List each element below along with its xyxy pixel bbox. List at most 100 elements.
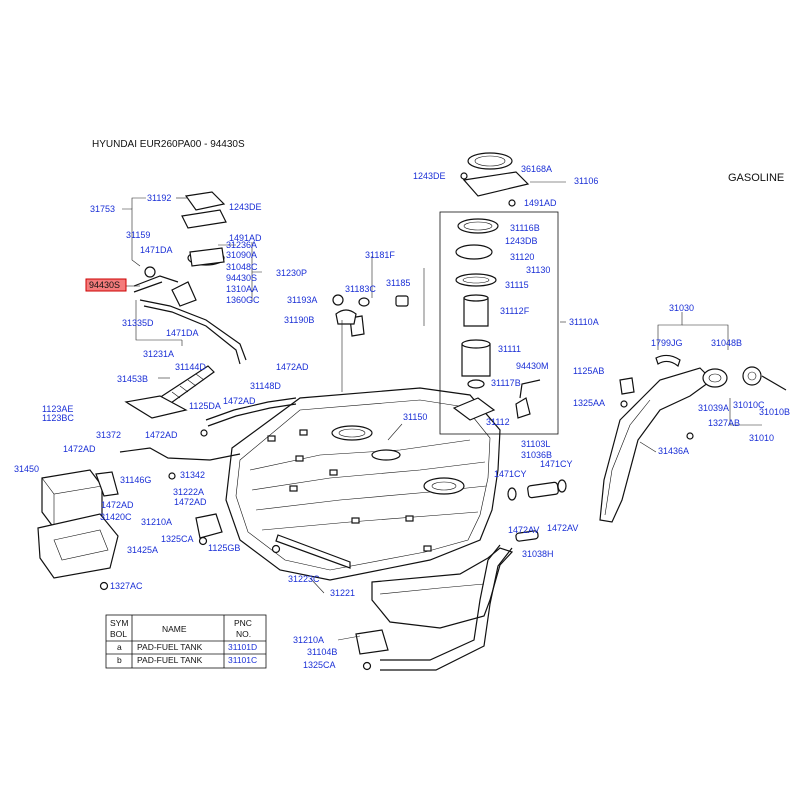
part-label[interactable]: 31190B bbox=[284, 315, 314, 325]
part-label[interactable]: 1491AD bbox=[229, 233, 262, 243]
part-label[interactable]: 1325CA bbox=[161, 534, 194, 544]
part-label[interactable]: 31106 bbox=[574, 176, 598, 186]
part-label[interactable]: 1472AD bbox=[174, 497, 207, 507]
vapor-line-31148d[interactable] bbox=[119, 397, 297, 461]
part-label[interactable]: 31231A bbox=[143, 349, 174, 359]
table-row-pnc[interactable]: 31101D bbox=[228, 642, 257, 652]
part-label[interactable]: 31039A bbox=[698, 403, 729, 413]
part-label[interactable]: 1472AD bbox=[276, 362, 309, 372]
part-label[interactable]: 1472AD bbox=[145, 430, 178, 440]
filler-neck-31030[interactable] bbox=[599, 354, 787, 523]
part-label[interactable]: 31753 bbox=[90, 204, 115, 214]
part-label[interactable]: 1491AD bbox=[524, 198, 557, 208]
part-label[interactable]: 31030 bbox=[669, 303, 694, 313]
part-label[interactable]: 36168A bbox=[521, 164, 552, 174]
part-label[interactable]: 31159 bbox=[126, 230, 150, 240]
part-label[interactable]: 31192 bbox=[147, 193, 171, 203]
part-label[interactable]: 31010B bbox=[759, 407, 790, 417]
part-label[interactable]: 31130 bbox=[526, 265, 550, 275]
part-label[interactable]: 31036B bbox=[521, 450, 552, 460]
part-label[interactable]: 31090A bbox=[226, 250, 257, 260]
part-label[interactable]: 31436A bbox=[658, 446, 689, 456]
part-label[interactable]: 1125GB bbox=[208, 543, 240, 553]
highlighted-part-label[interactable]: 94430S bbox=[89, 280, 120, 290]
part-label[interactable]: 31110A bbox=[569, 317, 599, 327]
part-label[interactable]: 1472AD bbox=[63, 444, 96, 454]
part-label[interactable]: 31103L bbox=[521, 439, 550, 449]
part-label[interactable]: 31104B bbox=[307, 647, 337, 657]
tank-strap-31223c[interactable] bbox=[275, 534, 351, 569]
fuel-tank[interactable] bbox=[225, 387, 501, 581]
table-row-pnc[interactable]: 31101C bbox=[228, 655, 257, 665]
part-label[interactable]: 31185 bbox=[386, 278, 410, 288]
part-label[interactable]: 94430S bbox=[226, 273, 257, 283]
part-label[interactable]: 1310AA bbox=[226, 284, 258, 294]
part-label[interactable]: 1325CA bbox=[303, 660, 336, 670]
part-label[interactable]: 1243DE bbox=[229, 202, 262, 212]
pump-module-parts[interactable] bbox=[332, 152, 541, 421]
part-label[interactable]: 31181F bbox=[365, 250, 395, 260]
part-label[interactable]: 31048C bbox=[226, 262, 258, 272]
part-label[interactable]: 1325AA bbox=[573, 398, 605, 408]
canister-31420c[interactable] bbox=[41, 469, 119, 529]
part-label[interactable]: 31112 bbox=[486, 417, 510, 427]
canister-bracket-31453b[interactable] bbox=[124, 395, 188, 419]
bolts-and-clips[interactable] bbox=[99, 172, 694, 671]
part-label[interactable]: 31223C bbox=[288, 574, 320, 584]
part-label[interactable]: 1123BC bbox=[42, 413, 74, 423]
part-label[interactable]: 31420C bbox=[100, 512, 132, 522]
part-label[interactable]: 31010C bbox=[733, 400, 765, 410]
part-label[interactable]: 31236A bbox=[226, 240, 257, 250]
part-label[interactable]: 1472AD bbox=[101, 500, 134, 510]
part-label[interactable]: 1243DE bbox=[413, 171, 446, 181]
part-label[interactable]: 1360GC bbox=[226, 295, 260, 305]
part-label[interactable]: 31144D bbox=[175, 362, 206, 372]
part-label[interactable]: 31112F bbox=[500, 306, 530, 316]
part-label[interactable]: 31115 bbox=[505, 280, 529, 290]
part-label[interactable]: 94430M bbox=[516, 361, 549, 371]
part-label[interactable]: 1472AV bbox=[508, 525, 539, 535]
part-label[interactable]: 1123AE bbox=[42, 404, 73, 414]
fuel-hose-31036b[interactable] bbox=[507, 479, 567, 542]
part-label[interactable]: 1243DB bbox=[505, 236, 538, 246]
canister-bracket-31425a[interactable] bbox=[37, 513, 119, 579]
part-label[interactable]: 31372 bbox=[96, 430, 121, 440]
part-label[interactable]: 31183C bbox=[345, 284, 376, 294]
sender-plate-31230p[interactable] bbox=[133, 191, 227, 307]
part-label[interactable]: 1327AB bbox=[708, 418, 740, 428]
part-label[interactable]: 31150 bbox=[403, 412, 427, 422]
part-label[interactable]: 31146G bbox=[120, 475, 151, 485]
part-label[interactable]: 31453B bbox=[117, 374, 148, 384]
part-label[interactable]: 1472AD bbox=[223, 396, 256, 406]
part-label[interactable]: 31193A bbox=[287, 295, 317, 305]
part-label[interactable]: 31210A bbox=[293, 635, 324, 645]
part-label[interactable]: 1327AC bbox=[110, 581, 143, 591]
vent-pipe[interactable] bbox=[380, 544, 513, 671]
part-label[interactable]: 31210A bbox=[141, 517, 172, 527]
strap-bracket-31210a[interactable] bbox=[195, 513, 389, 655]
part-label[interactable]: 31230P bbox=[276, 268, 307, 278]
part-label[interactable]: 31038H bbox=[522, 549, 554, 559]
part-label[interactable]: 31010 bbox=[749, 433, 774, 443]
part-label[interactable]: 31221 bbox=[330, 588, 355, 598]
part-label[interactable]: 31335D bbox=[122, 318, 154, 328]
part-label[interactable]: 1125AB bbox=[573, 366, 604, 376]
part-label[interactable]: 31111 bbox=[498, 344, 521, 354]
part-label[interactable]: 31117B bbox=[491, 378, 521, 388]
part-label[interactable]: 1471DA bbox=[166, 328, 199, 338]
part-label[interactable]: 31450 bbox=[14, 464, 39, 474]
part-label[interactable]: 1471CY bbox=[494, 469, 527, 479]
part-label[interactable]: 1471DA bbox=[140, 245, 173, 255]
part-label[interactable]: 1472AV bbox=[547, 523, 578, 533]
part-label[interactable]: 31116B bbox=[510, 223, 540, 233]
part-label[interactable]: 31342 bbox=[180, 470, 205, 480]
part-label[interactable]: 1799JG bbox=[651, 338, 683, 348]
part-label[interactable]: 31148D bbox=[250, 381, 281, 391]
part-label[interactable]: 1471CY bbox=[540, 459, 573, 469]
part-label[interactable]: 1125DA bbox=[189, 401, 221, 411]
part-label[interactable]: 31120 bbox=[510, 252, 534, 262]
fuel-line-31231a[interactable] bbox=[139, 299, 247, 365]
part-label[interactable]: 31222A bbox=[173, 487, 204, 497]
part-label[interactable]: 31048B bbox=[711, 338, 742, 348]
part-label[interactable]: 31425A bbox=[127, 545, 158, 555]
